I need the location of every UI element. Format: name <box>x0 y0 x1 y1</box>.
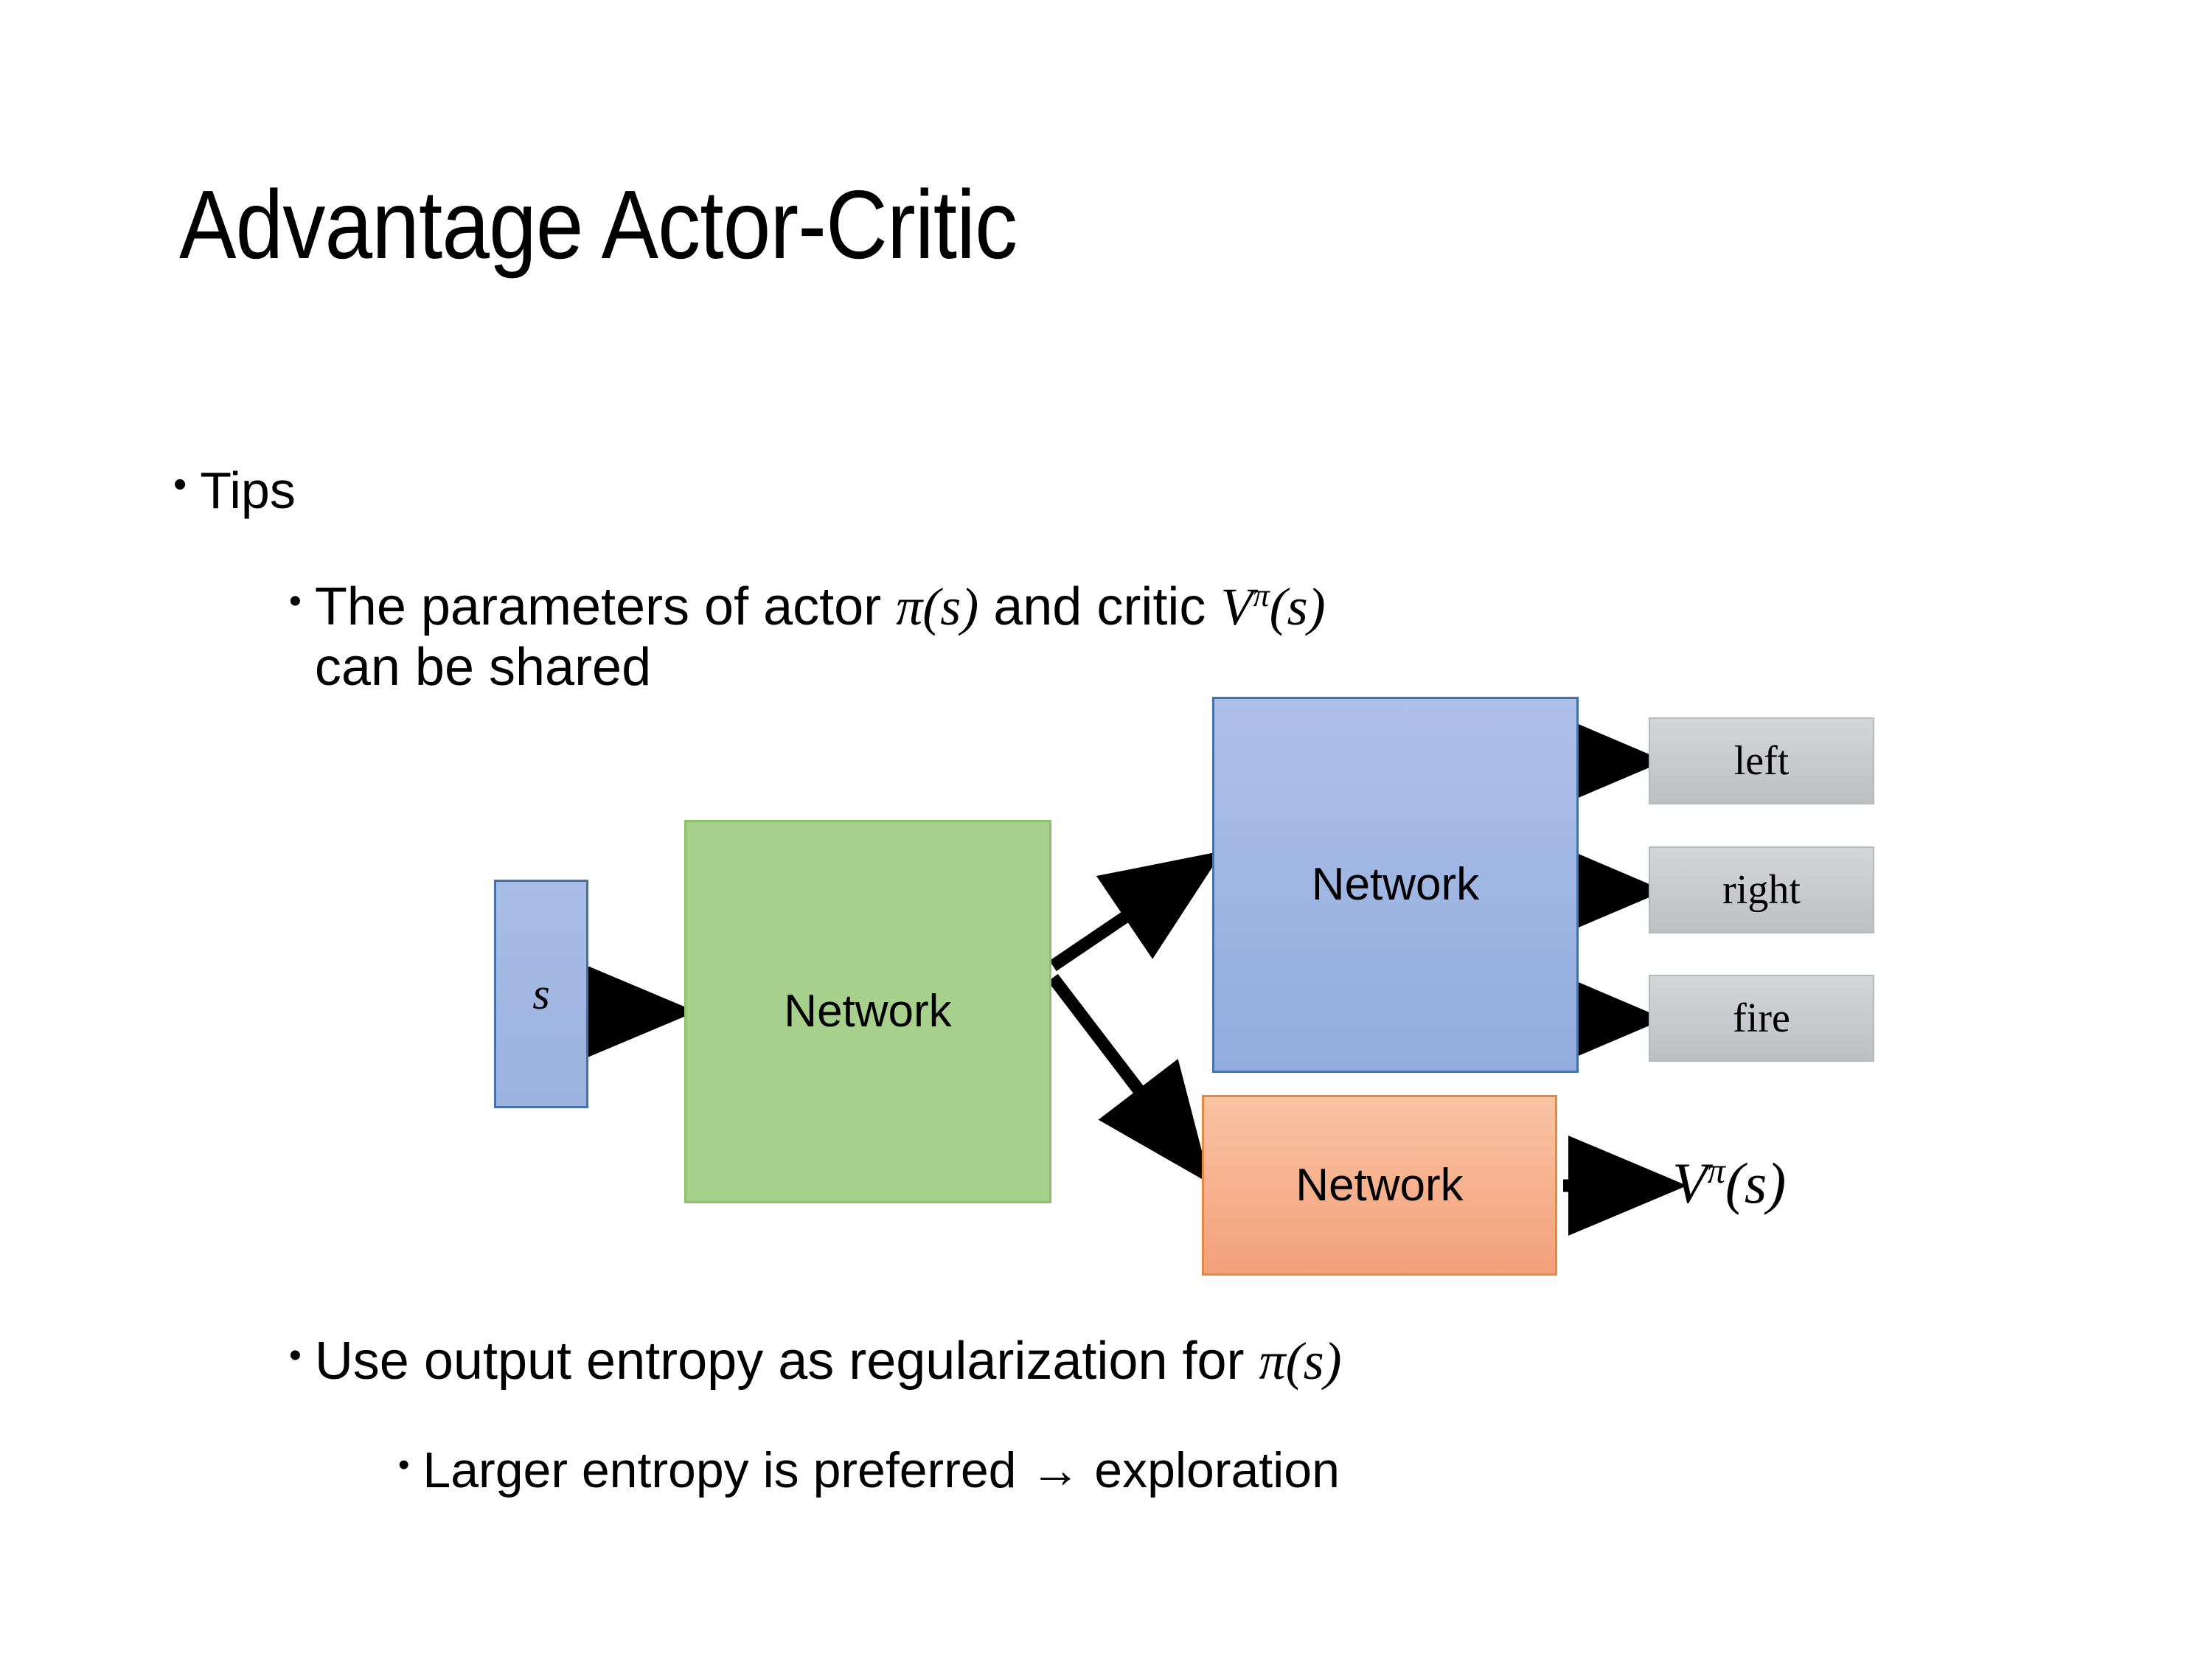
bullet-tips-label: Tips <box>200 462 296 519</box>
bullet-tips: • Tips <box>173 461 296 520</box>
math-actor-pi-s: π(s) <box>896 577 979 636</box>
math-policy-pi-s: π(s) <box>1259 1332 1342 1391</box>
bullet-marker-icon: • <box>173 463 187 506</box>
math-critic-argument: (s) <box>1269 577 1326 636</box>
bullet-larger-entropy-label: Larger entropy is preferred → exploratio… <box>422 1442 1340 1498</box>
bullet-entropy-regularization: • Use output entropy as regularization f… <box>289 1331 1342 1392</box>
value-output-base: V <box>1672 1151 1708 1215</box>
arrow-shared-to-actor-network <box>1049 850 1223 972</box>
bullet-entropy-label: Use output entropy as regularization for… <box>315 1331 1342 1392</box>
bullet-marker-icon: • <box>398 1447 410 1483</box>
shared-network-box[interactable]: Network <box>684 820 1051 1203</box>
shared-text-part-2: and critic <box>978 577 1221 636</box>
action-label-right: right <box>1722 867 1801 913</box>
bullet-shared-parameters: • The parameters of actor π(s) and criti… <box>289 577 1362 698</box>
actor-network-box[interactable]: Network <box>1212 697 1579 1073</box>
value-output-argument: (s) <box>1725 1151 1787 1215</box>
value-output-superscript-pi: π <box>1707 1152 1725 1191</box>
bullet-marker-icon: • <box>289 582 302 621</box>
critic-network-box[interactable]: Network <box>1202 1095 1557 1276</box>
math-critic-v: V <box>1220 577 1253 636</box>
shared-text-part-3: can be shared <box>314 638 652 698</box>
action-label-fire: fire <box>1733 995 1790 1041</box>
critic-network-label: Network <box>1295 1159 1464 1211</box>
action-label-left: left <box>1733 738 1790 784</box>
entropy-text-part-1: Use output entropy as regularization for <box>314 1332 1259 1391</box>
state-input-label: s <box>532 969 550 1018</box>
action-box-right[interactable]: right <box>1649 846 1874 933</box>
action-box-left[interactable]: left <box>1649 717 1874 804</box>
shared-network-label: Network <box>784 986 952 1037</box>
value-function-output-label: Vπ(s) <box>1672 1150 1786 1217</box>
page-title: Advantage Actor-Critic <box>179 170 1018 279</box>
bullet-marker-icon: • <box>289 1336 302 1375</box>
shared-text-part-1: The parameters of actor <box>314 577 897 636</box>
bullet-shared-parameters-label: The parameters of actor π(s) and critic … <box>315 577 1362 698</box>
state-input-box[interactable]: s <box>494 880 588 1108</box>
arrow-shared-to-critic-network <box>1048 973 1211 1184</box>
math-critic-superscript-pi: π <box>1253 577 1270 613</box>
action-box-fire[interactable]: fire <box>1649 975 1874 1062</box>
bullet-larger-entropy: • Larger entropy is preferred → explorat… <box>398 1441 1340 1499</box>
actor-network-label: Network <box>1311 859 1480 910</box>
